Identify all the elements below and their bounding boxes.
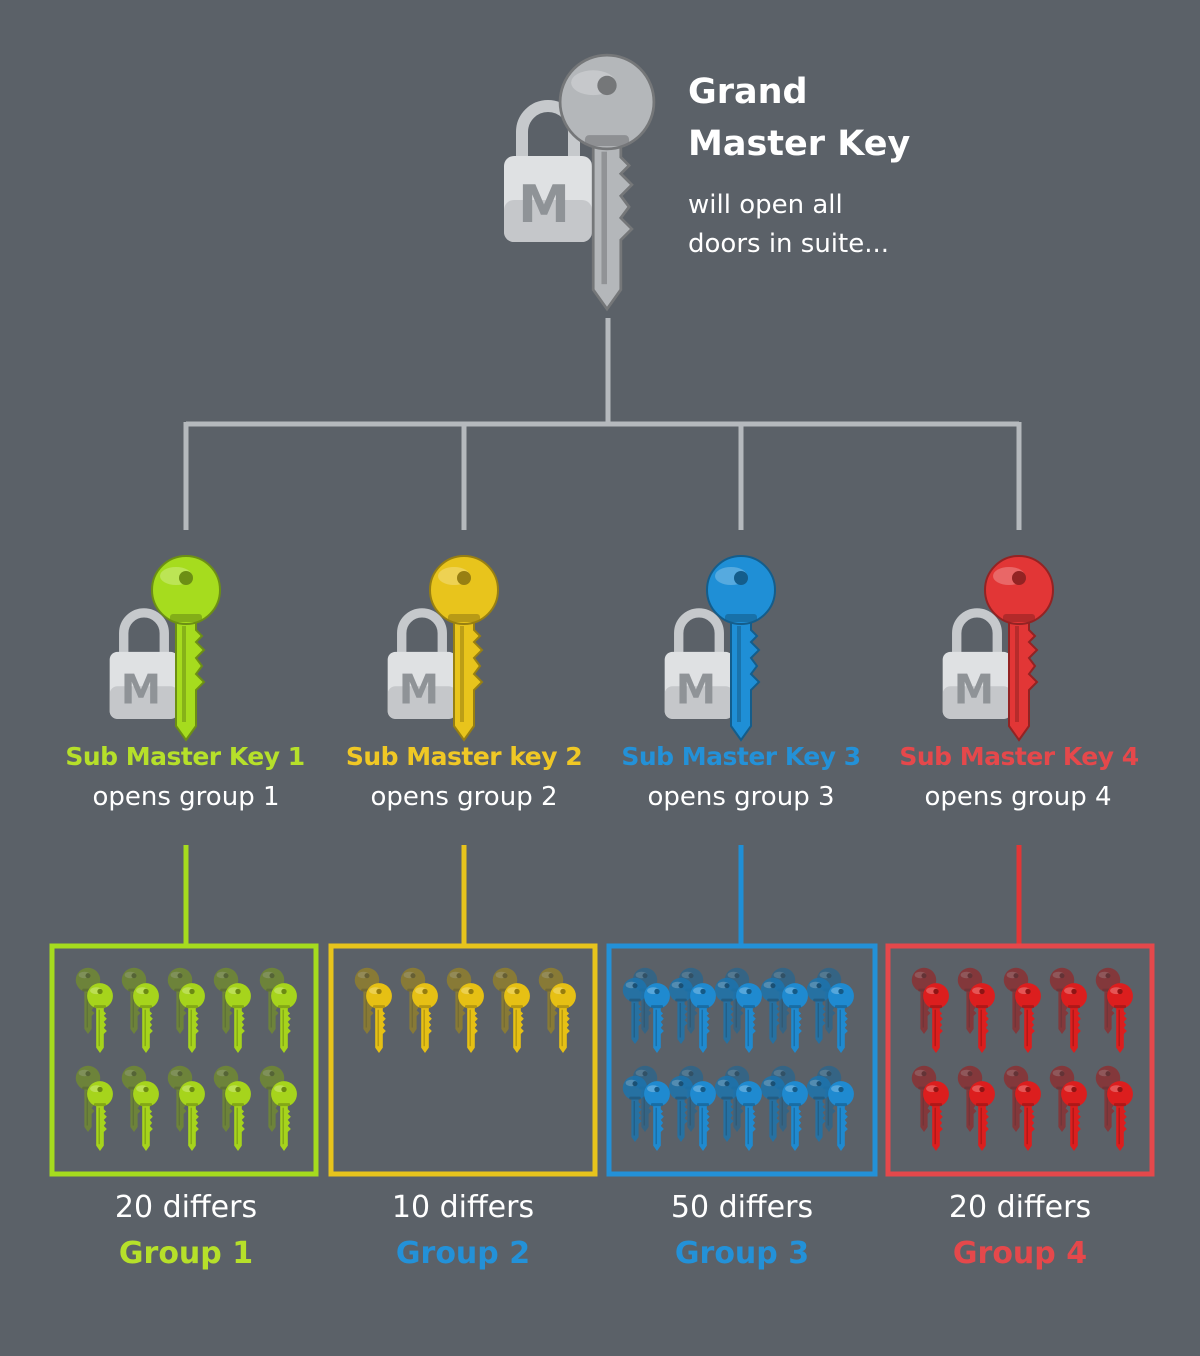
- group-3-mid-key: [760, 977, 786, 1044]
- lock-letter: M: [518, 175, 570, 235]
- sub-master-1-key-icon: [151, 555, 221, 742]
- grand-master-description: will open all doors in suite...: [688, 190, 890, 259]
- sub-master-2-key-icon: [429, 555, 499, 742]
- group-1-key: [87, 983, 113, 1053]
- group-4-key: [1107, 983, 1133, 1053]
- group-3-mid-key: [668, 1075, 694, 1142]
- group-2-box: [328, 943, 598, 1177]
- group-3-key: [782, 983, 808, 1053]
- sub-master-4-key-icon: [984, 555, 1054, 742]
- group-1-key: [271, 983, 297, 1053]
- group-3-mid-key: [760, 1075, 786, 1142]
- group-4-key: [1061, 983, 1087, 1053]
- group-1-name: Group 1: [118, 1236, 254, 1271]
- group-2-key: [412, 983, 438, 1053]
- group-4-name: Group 4: [952, 1236, 1088, 1271]
- grand-master-key-icon: [558, 53, 656, 312]
- group-3-key: [644, 1081, 670, 1151]
- group-4-box: [885, 943, 1155, 1177]
- group-2-name: Group 2: [395, 1236, 531, 1271]
- group-3-mid-key: [806, 977, 832, 1044]
- sub-master-3-title: Sub Master Key 3: [621, 742, 861, 771]
- group-2-back-key: [538, 967, 564, 1034]
- group-4-key: [923, 983, 949, 1053]
- grand-master-lock-icon: M: [504, 100, 592, 242]
- lock-letter: M: [399, 665, 439, 713]
- sub-master-2-description: opens group 2: [370, 782, 558, 812]
- group-4-key: [1107, 1081, 1133, 1151]
- group-1-key: [271, 1081, 297, 1151]
- group-4-key: [969, 1081, 995, 1151]
- sub-master-2-lock-icon: M: [387, 608, 457, 719]
- group-3-key: [644, 983, 670, 1053]
- group-1-key: [133, 1081, 159, 1151]
- sub-master-3-key-icon: [706, 555, 776, 742]
- group-2-key: [366, 983, 392, 1053]
- sub-master-4-lock-icon: M: [942, 608, 1012, 719]
- group-1-key: [87, 1081, 113, 1151]
- group-2-key: [504, 983, 530, 1053]
- sub-master-3-lock-icon: M: [664, 608, 734, 719]
- grand-master-title: Grand Master Key: [688, 72, 911, 164]
- sub-master-1-title: Sub Master Key 1: [65, 742, 305, 771]
- group-3-key: [828, 1081, 854, 1151]
- group-1-key: [225, 1081, 251, 1151]
- group-3-name: Group 3: [674, 1236, 810, 1271]
- group-2-count: 10 differs: [391, 1190, 535, 1225]
- group-3-box: [606, 943, 878, 1177]
- sub-master-1-description: opens group 1: [92, 782, 280, 812]
- sub-master-3-description: opens group 3: [647, 782, 835, 812]
- group-3-key: [690, 983, 716, 1053]
- group-4-key: [1061, 1081, 1087, 1151]
- sub-master-1-lock-icon: M: [109, 608, 179, 719]
- sub-master-2-title: Sub Master key 2: [345, 742, 583, 771]
- lock-letter: M: [676, 665, 716, 713]
- group-4-key: [969, 983, 995, 1053]
- group-3-key: [782, 1081, 808, 1151]
- group-2-key: [458, 983, 484, 1053]
- group-3-mid-key: [622, 1075, 648, 1142]
- lock-letter: M: [121, 665, 161, 713]
- group-1-key: [225, 983, 251, 1053]
- group-4-key: [1015, 983, 1041, 1053]
- sub-master-4-title: Sub Master Key 4: [899, 742, 1139, 771]
- group-1-count: 20 differs: [114, 1190, 258, 1225]
- group-3-key: [736, 1081, 762, 1151]
- lock-letter: M: [954, 665, 994, 713]
- group-1-key: [179, 983, 205, 1053]
- group-3-key: [828, 983, 854, 1053]
- group-2-key: [550, 983, 576, 1053]
- group-1-box: [49, 943, 319, 1177]
- group-3-mid-key: [668, 977, 694, 1044]
- group-4-key: [1015, 1081, 1041, 1151]
- group-3-count: 50 differs: [670, 1190, 814, 1225]
- group-4-key: [923, 1081, 949, 1151]
- group-3-mid-key: [622, 977, 648, 1044]
- group-3-mid-key: [806, 1075, 832, 1142]
- group-1-key: [179, 1081, 205, 1151]
- group-3-key: [690, 1081, 716, 1151]
- group-3-mid-key: [714, 1075, 740, 1142]
- sub-master-4-description: opens group 4: [924, 782, 1112, 812]
- group-3-key: [736, 983, 762, 1053]
- group-3-mid-key: [714, 977, 740, 1044]
- group-1-key: [133, 983, 159, 1053]
- group-4-count: 20 differs: [948, 1190, 1092, 1225]
